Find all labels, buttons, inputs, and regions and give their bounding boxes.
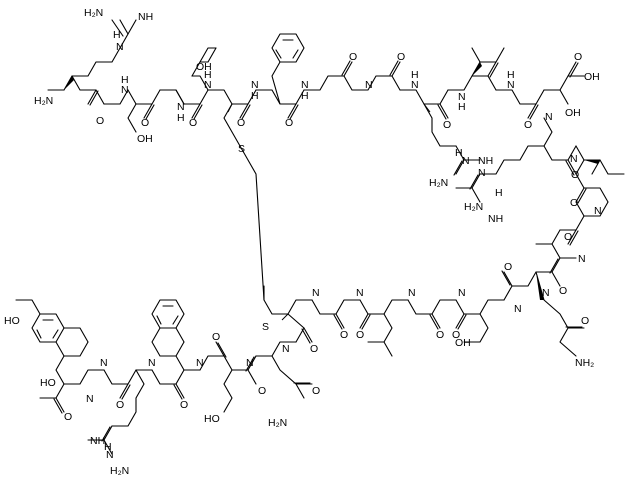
label-nh-arg3: NH: [488, 213, 503, 225]
label-n-17: N: [408, 287, 416, 299]
label-n-arg2-h: H: [455, 147, 463, 159]
label-o-n: O: [504, 261, 512, 273]
label-o-g: O: [397, 51, 405, 63]
label-o-p: O: [436, 329, 444, 341]
bonds-top-chain: [47, 19, 585, 176]
label-asp-oh: OH: [584, 71, 600, 83]
label-n-arg3: N: [478, 167, 486, 179]
label-o-u: O: [212, 331, 220, 343]
label-h-4: H: [251, 90, 259, 102]
label-o-h: O: [443, 119, 451, 131]
label-n-15: N: [514, 303, 522, 315]
atom-labels: H₂N NH H N H₂N N H O OH O N H OH O N H O…: [4, 7, 602, 477]
label-o-b: O: [141, 117, 149, 129]
label-n-22: N: [196, 357, 204, 369]
label-n-21: N: [246, 357, 254, 369]
label-h2n-nterm: H₂N: [34, 95, 53, 107]
label-o-l: O: [564, 231, 572, 243]
label-nh-arg2: NH: [478, 155, 493, 167]
label-o-v: O: [180, 399, 188, 411]
label-h2n-arg4: H₂N: [110, 465, 129, 477]
label-o-gln: O: [581, 315, 589, 327]
label-n-7: N: [411, 79, 419, 91]
label-n-2: N: [177, 101, 185, 113]
label-n-arg2: N: [462, 155, 470, 167]
label-o-m: O: [559, 285, 567, 297]
label-o-t: O: [258, 385, 266, 397]
label-nh-guan-top: NH: [138, 11, 153, 23]
label-h2n-arg2: H₂N: [429, 177, 448, 189]
label-oh-ser1: OH: [137, 133, 153, 145]
label-h2n-asn: H₂N: [268, 417, 287, 429]
label-o-c: O: [189, 117, 197, 129]
label-nh-arg4: NH: [90, 435, 105, 447]
label-h-guan-top: H: [113, 29, 121, 41]
disulfide-bridge: [239, 145, 265, 301]
label-n-arg4: N: [106, 449, 114, 461]
stereo-wedges: [64, 62, 600, 321]
label-o-w: O: [116, 399, 124, 411]
label-ho-tyr-cooh: HO: [40, 377, 56, 389]
label-h-arg3: H: [495, 187, 503, 199]
label-n-guan-top: N: [116, 41, 124, 53]
label-n-9: N: [507, 79, 515, 91]
label-o-s: O: [310, 343, 318, 355]
label-oh-ser2: OH: [196, 61, 212, 73]
label-h-5: H: [301, 90, 309, 102]
label-s-1: S: [238, 143, 245, 155]
label-o-k: O: [570, 197, 578, 209]
label-asp-o: O: [574, 51, 582, 63]
label-h-3: H: [204, 69, 212, 81]
label-o-r: O: [340, 329, 348, 341]
label-h-8: H: [458, 101, 466, 113]
label-o-j: O: [571, 169, 579, 181]
bonds-bottom-chain: [15, 285, 505, 455]
label-n-18: N: [356, 287, 364, 299]
label-h-arg4: H: [104, 441, 112, 453]
label-h-2: H: [177, 112, 185, 124]
label-n-12: N: [594, 205, 602, 217]
label-o-o: O: [452, 329, 460, 341]
label-h-9: H: [507, 69, 515, 81]
label-o-d: O: [237, 117, 245, 129]
label-n-11: N: [570, 153, 578, 165]
label-o-asn: O: [312, 385, 320, 397]
label-oh-ser4: HO: [204, 413, 220, 425]
label-n-6: N: [365, 79, 373, 91]
label-h2n-guan-top: H₂N: [84, 7, 103, 19]
label-n-24: N: [100, 357, 108, 369]
label-n-3: N: [204, 79, 212, 91]
label-n-14: N: [542, 287, 550, 299]
label-n-20: N: [282, 343, 290, 355]
label-o-a: O: [96, 115, 104, 127]
label-nh2-gln: NH₂: [575, 357, 594, 369]
label-n-10: N: [545, 111, 553, 123]
label-n-8: N: [458, 91, 466, 103]
label-n-1: N: [121, 84, 129, 96]
label-n-23: N: [148, 357, 156, 369]
label-oh-ser3: OH: [455, 337, 471, 349]
label-oh-tyr: HO: [4, 315, 20, 327]
label-n-4: N: [251, 79, 259, 91]
label-n-25: N: [86, 393, 94, 405]
label-h2n-arg3: H₂N: [464, 201, 483, 213]
label-o-tyr: O: [64, 411, 72, 423]
label-oh-asp2: OH: [565, 107, 581, 119]
label-s-2: S: [262, 321, 269, 333]
bonds-right-chain: [455, 117, 625, 357]
label-o-e: O: [285, 117, 293, 129]
label-n-16: N: [458, 287, 466, 299]
label-o-q: O: [356, 329, 364, 341]
label-n-19: N: [312, 287, 320, 299]
label-n-13: N: [578, 253, 586, 265]
label-o-i: O: [524, 119, 532, 131]
label-h-7: H: [411, 69, 419, 81]
label-n-5: N: [301, 79, 309, 91]
label-o-f: O: [349, 51, 357, 63]
label-h-1: H: [121, 74, 129, 86]
